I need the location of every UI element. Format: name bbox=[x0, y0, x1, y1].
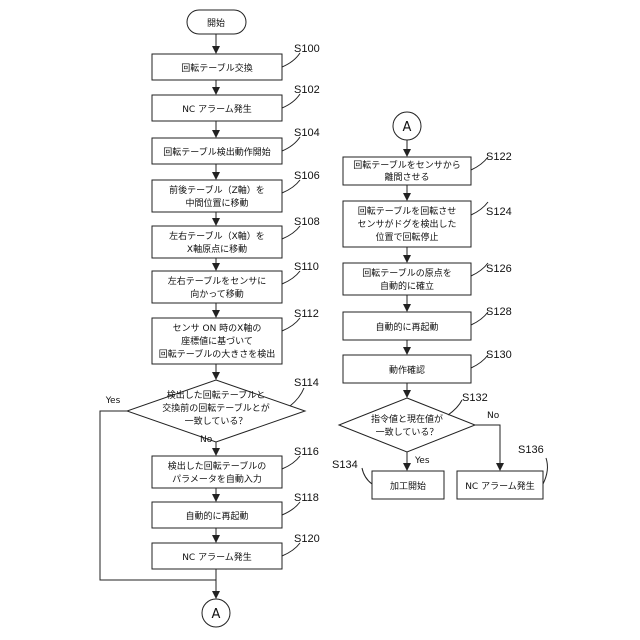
step-s126-text-2: 自動的に確立 bbox=[380, 280, 434, 292]
decision-s132-no: No bbox=[487, 411, 500, 421]
arrow-s132-s136 bbox=[475, 425, 500, 470]
decision-s132-text-2: 一致している？ bbox=[376, 426, 439, 438]
step-s128: 自動的に再起動 S128 bbox=[343, 306, 512, 340]
step-s112-text-3: 回転テーブルの大きさを検出 bbox=[159, 348, 275, 360]
step-s128-text: 自動的に再起動 bbox=[375, 321, 438, 333]
step-s108-id: S108 bbox=[294, 216, 320, 228]
step-s112: センサ ON 時のX軸の 座標値に基づいて 回転テーブルの大きさを検出 S112 bbox=[152, 308, 319, 364]
step-s126-text-1: 回転テーブルの原点を bbox=[362, 267, 451, 279]
step-s116-id: S116 bbox=[294, 446, 319, 458]
leader-s104 bbox=[282, 137, 300, 151]
step-s130-id: S130 bbox=[486, 349, 512, 361]
decision-s132-yes: Yes bbox=[414, 456, 430, 466]
step-s112-text-1: センサ ON 時のX軸の bbox=[173, 322, 262, 334]
connector-a-top: A bbox=[393, 112, 421, 140]
step-s122-text-1: 回転テーブルをセンサから bbox=[353, 159, 460, 171]
step-s120: NC アラーム発生 S120 bbox=[152, 533, 320, 569]
start-terminator: 開始 bbox=[187, 10, 246, 34]
step-s116: 検出した回転テーブルの パラメータを自動入力 S116 bbox=[152, 446, 319, 488]
step-s124-text-2: センサがドグを検出した bbox=[357, 218, 456, 230]
step-s132-id: S132 bbox=[462, 392, 488, 404]
step-s104-id: S104 bbox=[294, 127, 320, 139]
step-s114-id: S114 bbox=[294, 377, 319, 389]
connector-a-bottom: A bbox=[202, 599, 230, 627]
leader-s134 bbox=[362, 468, 372, 484]
step-s116-text-2: パラメータを自動入力 bbox=[172, 473, 262, 485]
step-s124-text-1: 回転テーブルを回転させ bbox=[358, 205, 456, 217]
step-s102-id: S102 bbox=[294, 84, 320, 96]
step-s108-text-1: 左右テーブル（X軸）を bbox=[169, 230, 265, 242]
step-s118: 自動的に再起動 S118 bbox=[152, 492, 319, 528]
step-s122: 回転テーブルをセンサから 離間させる S122 bbox=[343, 151, 512, 185]
step-s108-text-2: X軸原点に移動 bbox=[187, 243, 247, 255]
leader-s100 bbox=[282, 53, 300, 67]
step-s120-id: S120 bbox=[294, 533, 320, 545]
step-s124: 回転テーブルを回転させ センサがドグを検出した 位置で回転停止 S124 bbox=[343, 201, 512, 247]
step-s120-text: NC アラーム発生 bbox=[182, 551, 252, 563]
leader-s136 bbox=[543, 458, 547, 484]
decision-s132: 指令値と現在値が 一致している？ S132 bbox=[339, 392, 488, 452]
leader-s132 bbox=[448, 400, 462, 415]
connector-a-bottom-label: A bbox=[212, 607, 221, 622]
step-s126: 回転テーブルの原点を 自動的に確立 S126 bbox=[343, 263, 512, 295]
step-s100: 回転テーブル交換 S100 bbox=[152, 43, 320, 80]
step-s130-text: 動作確認 bbox=[389, 364, 425, 376]
step-s112-id: S112 bbox=[294, 308, 319, 320]
step-s128-id: S128 bbox=[486, 306, 512, 318]
step-s106-text-1: 前後テーブル（Z軸）を bbox=[169, 184, 265, 196]
decision-s114-no: No bbox=[200, 435, 213, 445]
step-s110-id: S110 bbox=[294, 261, 319, 273]
step-s110: 左右テーブルをセンサに 向かって移動 S110 bbox=[152, 261, 319, 303]
step-s122-text-2: 離間させる bbox=[384, 171, 429, 183]
step-s136-text: NC アラーム発生 bbox=[465, 480, 535, 492]
step-s118-text: 自動的に再起動 bbox=[185, 510, 248, 522]
step-s134-text: 加工開始 bbox=[390, 480, 426, 492]
step-s108: 左右テーブル（X軸）を X軸原点に移動 S108 bbox=[152, 216, 320, 258]
step-s116-text-1: 検出した回転テーブルの bbox=[168, 460, 266, 472]
step-s106-id: S106 bbox=[294, 170, 320, 182]
step-s110-text-2: 向かって移動 bbox=[190, 288, 244, 300]
step-s110-text-1: 左右テーブルをセンサに bbox=[168, 275, 266, 287]
decision-s114-text-2: 交換前の回転テーブルとが bbox=[162, 402, 269, 414]
step-s124-id: S124 bbox=[486, 206, 512, 218]
step-s136-id: S136 bbox=[518, 444, 544, 456]
decision-s114: 検出した回転テーブルと 交換前の回転テーブルとが 一致している？ S114 bbox=[127, 377, 319, 442]
step-s126-id: S126 bbox=[486, 263, 512, 275]
decision-s114-text-3: 一致している？ bbox=[185, 415, 248, 427]
decision-s114-text-1: 検出した回転テーブルと bbox=[167, 389, 265, 401]
step-s124-text-3: 位置で回転停止 bbox=[375, 231, 438, 243]
step-s102-text: NC アラーム発生 bbox=[182, 103, 252, 115]
start-label: 開始 bbox=[207, 17, 225, 29]
leader-s102 bbox=[282, 94, 300, 108]
step-s122-id: S122 bbox=[486, 151, 512, 163]
step-s136: NC アラーム発生 S136 bbox=[457, 444, 547, 499]
step-s134-id: S134 bbox=[332, 459, 358, 471]
step-s102: NC アラーム発生 S102 bbox=[152, 84, 320, 121]
step-s106-text-2: 中間位置に移動 bbox=[185, 197, 248, 209]
step-s100-text: 回転テーブル交換 bbox=[181, 62, 252, 74]
step-s106: 前後テーブル（Z軸）を 中間位置に移動 S106 bbox=[152, 170, 320, 212]
step-s130: 動作確認 S130 bbox=[343, 349, 512, 383]
step-s104: 回転テーブル検出動作開始 S104 bbox=[152, 127, 320, 164]
step-s100-id: S100 bbox=[294, 43, 320, 55]
decision-s114-yes: Yes bbox=[105, 396, 121, 406]
decision-s132-text-1: 指令値と現在値が bbox=[371, 413, 443, 425]
connector-a-top-label: A bbox=[403, 120, 412, 135]
step-s112-text-2: 座標値に基づいて bbox=[181, 335, 253, 347]
step-s104-text: 回転テーブル検出動作開始 bbox=[163, 146, 270, 158]
step-s118-id: S118 bbox=[294, 492, 319, 504]
leader-s114 bbox=[290, 388, 304, 406]
